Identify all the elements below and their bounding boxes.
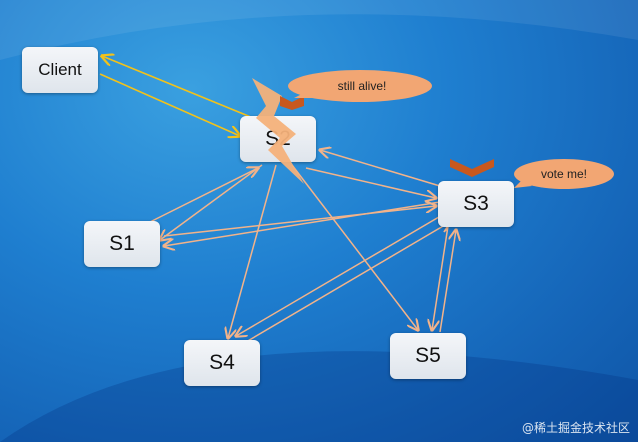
- edge-s2-to-client: [102, 56, 259, 121]
- server-s1-node: S1: [84, 221, 160, 267]
- leader-crown-icon: [280, 96, 304, 110]
- server-s4-node: S4: [184, 340, 260, 386]
- edge-s2-to-s5: [291, 164, 418, 330]
- leader-bubble-shape: [288, 70, 432, 102]
- edge-s2-to-s3: [305, 167, 436, 198]
- client-label: Client: [38, 60, 82, 79]
- s3-label: S3: [463, 192, 489, 215]
- client-node: Client: [22, 47, 98, 93]
- edge-s2-to-s4: [228, 164, 277, 338]
- candidate-bubble-shape: [514, 159, 614, 189]
- candidate-bubble-text: vote me!: [540, 167, 588, 181]
- edge-s1-to-s3: [163, 206, 436, 237]
- candidate-chevron-icon: [450, 159, 494, 177]
- s5-label: S5: [415, 344, 441, 367]
- edge-s1-to-s2: [149, 168, 258, 223]
- s4-label: S4: [209, 351, 235, 374]
- watermark: @稀土掘金技术社区: [521, 421, 630, 435]
- lightning-icon: [252, 78, 304, 184]
- server-s3-node: S3: [438, 181, 514, 227]
- edge-s4-to-s3: [245, 222, 450, 343]
- edge-s3-to-s5: [432, 225, 449, 330]
- edge-s3-to-s4: [236, 213, 445, 336]
- edge-s5-to-s3: [439, 230, 456, 333]
- edge-s3-to-s2: [320, 150, 441, 187]
- edge-s3-to-s1: [164, 201, 441, 246]
- edge-client-to-s2: [99, 73, 240, 136]
- edge-s2-to-s1: [160, 164, 263, 240]
- s1-label: S1: [109, 232, 135, 255]
- leader-bubble-text: still alive!: [337, 79, 387, 93]
- server-s5-node: S5: [390, 333, 466, 379]
